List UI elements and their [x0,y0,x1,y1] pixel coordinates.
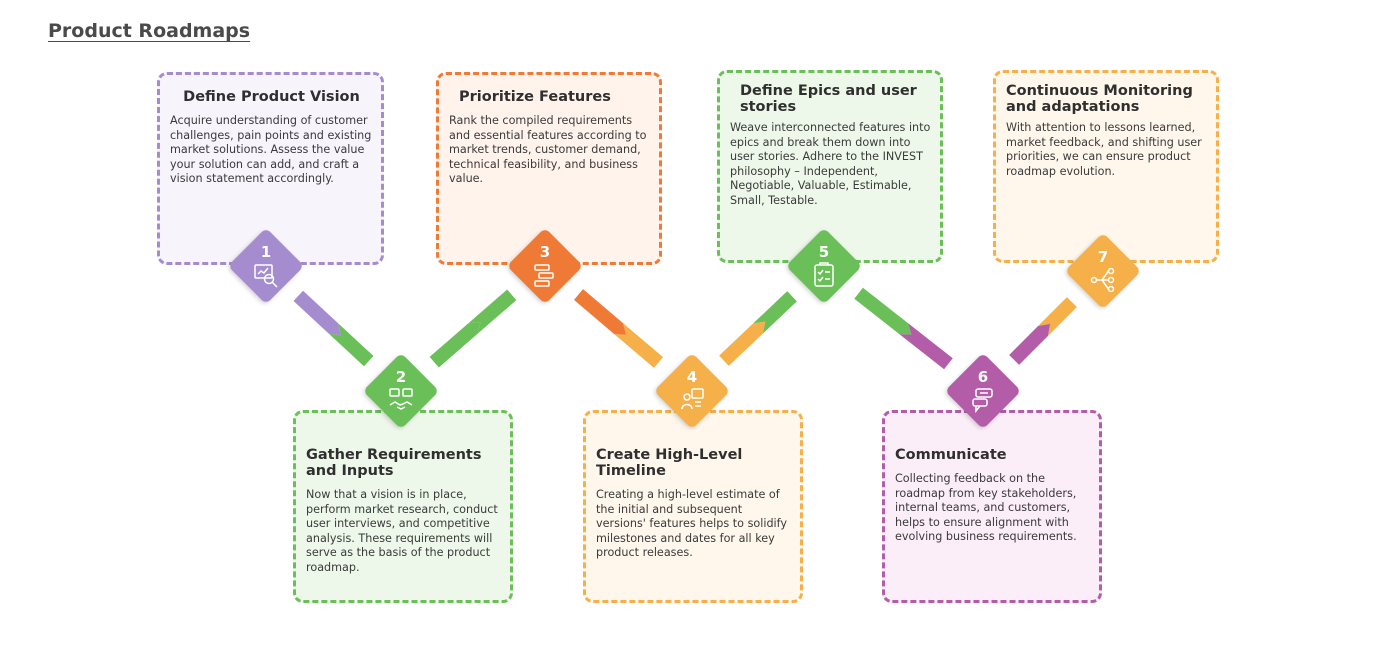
connector-head [468,289,517,334]
handshake-icon [389,388,413,410]
step-description: Creating a high-level estimate of the in… [596,488,788,559]
step-7-node: 7 [1064,232,1142,310]
step-description: Rank the compiled requirements and essen… [449,114,647,185]
step-6-card: Communicate Collecting feedback on the r… [882,410,1102,603]
step-number: 4 [686,368,698,386]
step-2-card: Gather Requirements and Inputs Now that … [293,410,513,603]
step-description: Collecting feedback on the roadmap from … [895,472,1077,543]
connector-arrow [1009,297,1077,365]
step-number: 2 [395,368,407,386]
connector-head [613,323,664,368]
connector-tail [429,321,481,368]
step-number: 7 [1097,248,1109,266]
step-number: 3 [539,243,551,261]
connector-tail [719,321,766,366]
step-title: Communicate [895,447,1007,463]
step-number: 5 [818,243,830,261]
priority-list-icon [534,264,554,287]
connector-arrow [293,290,374,367]
step-6-node: 6 [944,352,1022,430]
mvp-checklist-icon [814,262,834,287]
connector-head [753,291,797,334]
connector-tail [1009,323,1051,365]
page-title: Product Roadmaps [48,20,251,42]
step-title: Continuous Monitoring and adaptations [1006,83,1193,115]
step-4-card: Create High-Level Timeline Creating a hi… [583,410,803,603]
connector-arrow [429,289,517,368]
step-1-card: Define Product Vision Acquire understand… [157,72,384,265]
connector-arrow [719,291,797,366]
step-1-node: 1 [227,227,305,305]
connector-head [1038,297,1077,336]
step-title: Prioritize Features [459,89,611,105]
step-5-node: 5 [785,227,863,305]
step-description: Weave interconnected features into epics… [730,121,931,207]
connector-tail [293,290,341,336]
chat-bubbles-icon [972,388,993,413]
step-7-card: Continuous Monitoring and adaptations Wi… [993,70,1219,263]
step-2-node: 2 [362,352,440,430]
step-title: Gather Requirements and Inputs [306,447,482,479]
step-title: Define Epics and user stories [740,83,917,115]
step-3-node: 3 [506,227,584,305]
network-monitor-icon [1090,267,1115,293]
step-description: Now that a vision is in place, perform m… [306,488,498,574]
connector-arrow [573,289,664,368]
connector-head [899,322,953,370]
timeline-icon [681,388,704,410]
step-title: Define Product Vision [183,89,360,105]
connector-arrow [854,287,953,370]
step-number: 6 [977,368,989,386]
connector-tail [573,289,627,335]
step-4-node: 4 [653,352,731,430]
step-description: Acquire understanding of customer challe… [170,114,372,185]
step-description: With attention to lessons learned, marke… [1006,121,1202,178]
step-5-card: Define Epics and user stories Weave inte… [717,70,943,263]
step-number: 1 [260,243,272,261]
connector-tail [854,287,912,335]
step-title: Create High-Level Timeline [596,447,743,479]
vision-analysis-icon [254,264,278,288]
connector-head [328,323,374,367]
